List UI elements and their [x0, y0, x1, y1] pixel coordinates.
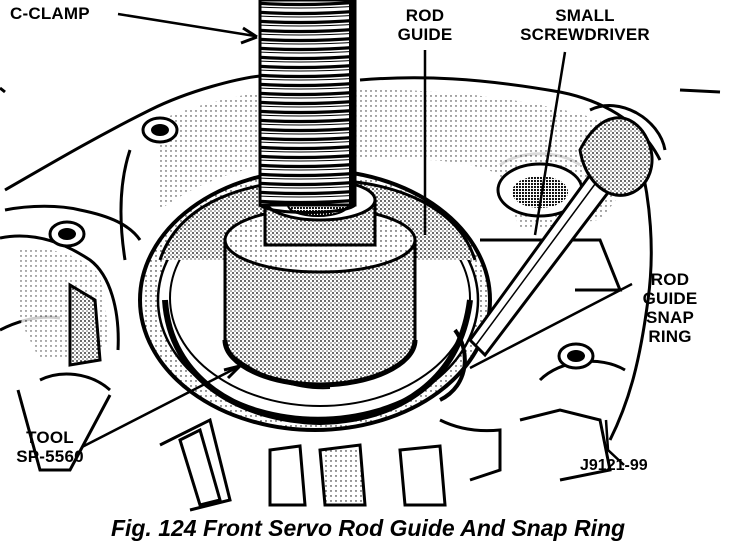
part-number: J9121-99: [580, 457, 648, 474]
label-line: ROD: [405, 6, 445, 25]
bolt-hole: [48, 220, 86, 248]
label-rod-guide: ROD GUIDE: [389, 6, 461, 44]
label-line: TOOL: [26, 428, 74, 447]
small-screwdriver: [468, 104, 667, 358]
label-line: GUIDE: [642, 289, 698, 308]
label-line: ROD: [650, 270, 690, 289]
channels: [68, 282, 447, 507]
leader-lines: [81, 12, 633, 466]
label-line: SMALL: [555, 6, 615, 25]
label-line: RING: [648, 327, 692, 346]
label-line: GUIDE: [397, 25, 453, 44]
label-c-clamp: C-CLAMP: [10, 4, 90, 23]
label-line: SCREWDRIVER: [520, 25, 650, 44]
bore-hole: [496, 162, 584, 218]
c-clamp-screw: [258, 0, 357, 214]
bolt-hole: [141, 116, 179, 144]
label-c-clamp-text: C-CLAMP: [10, 4, 90, 23]
bolt-hole: [557, 342, 595, 370]
label-small-screwdriver: SMALL SCREWDRIVER: [510, 6, 660, 44]
label-rod-guide-snap-ring: ROD GUIDE SNAP RING: [625, 270, 715, 346]
transmission-case: [0, 74, 721, 512]
label-tool: TOOL SP-5560: [10, 428, 90, 466]
snap-ring: [439, 328, 467, 402]
figure-caption: Fig. 124 Front Servo Rod Guide And Snap …: [110, 515, 626, 541]
label-line: SP-5560: [16, 447, 84, 466]
label-line: SNAP: [645, 308, 695, 327]
